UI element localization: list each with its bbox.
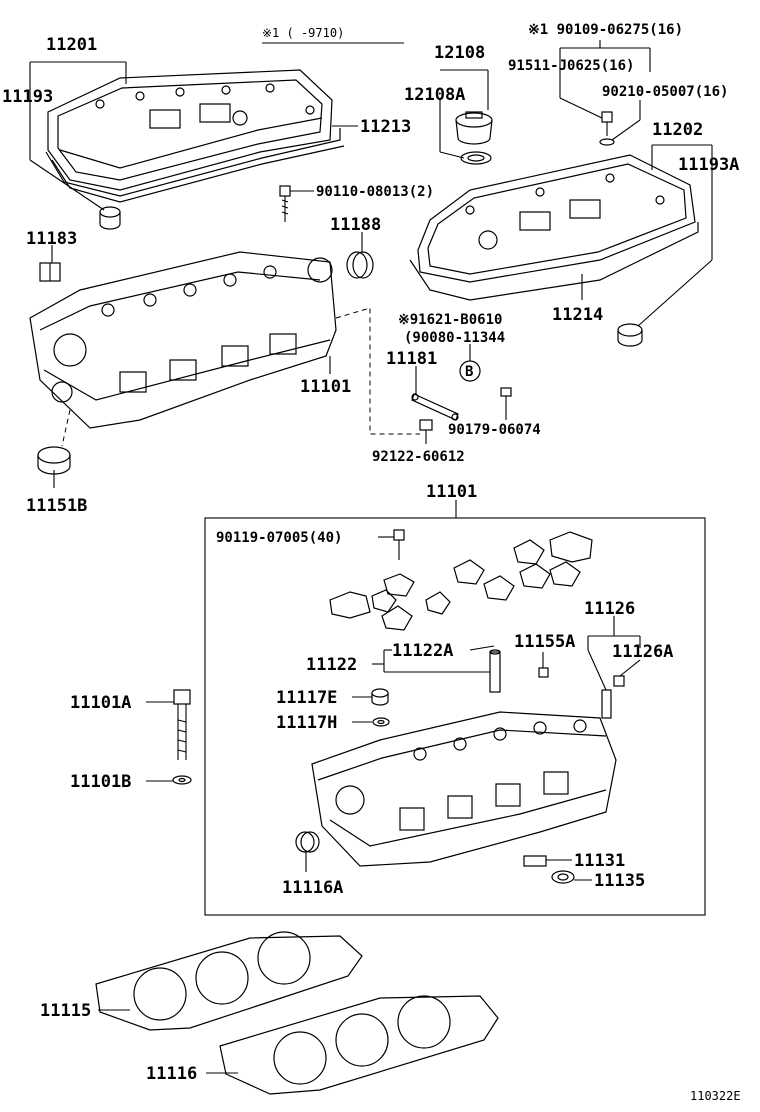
label-11193a: 11193A — [678, 155, 739, 175]
guide-11126a[interactable] — [613, 675, 625, 687]
seal-11131[interactable] — [523, 855, 547, 867]
cylinder-head-sub[interactable] — [311, 711, 617, 867]
washer-11101b[interactable] — [172, 775, 192, 785]
head-bolt-11101a[interactable] — [173, 689, 191, 760]
cover-bolt-right[interactable] — [599, 111, 615, 146]
label-11117h: 11117H — [276, 713, 337, 733]
label-90210: 90210-05007(16) — [602, 84, 728, 100]
leader-lines — [29, 40, 713, 1074]
label-91511: 91511-J0625(16) — [508, 58, 634, 74]
cylinder-head-cover-left[interactable] — [47, 69, 333, 191]
seal-11151b[interactable] — [37, 446, 71, 475]
label-11101-frame: 11101 — [426, 482, 477, 502]
guide-11126[interactable] — [601, 689, 612, 719]
label-11202: 11202 — [652, 120, 703, 140]
ref-b-label: B — [465, 364, 473, 380]
subassembly-frame — [204, 517, 706, 916]
pin-92122[interactable] — [419, 419, 433, 431]
label-11122a: 11122A — [392, 641, 453, 661]
head-gasket-11116[interactable] — [219, 995, 499, 1095]
cylinder-head-cover-right[interactable] — [409, 154, 699, 301]
label-12108: 12108 — [434, 43, 485, 63]
seal-11188[interactable] — [346, 251, 374, 279]
cap-bolt-90119[interactable] — [393, 529, 405, 560]
cylinder-head-top[interactable] — [29, 251, 337, 429]
label-11201: 11201 — [46, 35, 97, 55]
bolt-90110[interactable] — [279, 185, 291, 222]
label-11101b: 11101B — [70, 772, 131, 792]
grommet-left[interactable] — [99, 206, 121, 230]
grommet-right[interactable] — [617, 323, 643, 347]
label-11101-top: 11101 — [300, 377, 351, 397]
label-11193: 11193 — [2, 87, 53, 107]
seal-11135[interactable] — [551, 870, 575, 884]
label-92122: 92122-60612 — [372, 449, 465, 465]
label-11181: 11181 — [386, 349, 437, 369]
label-90179: 90179-06074 — [448, 422, 541, 438]
bearing-caps[interactable] — [329, 531, 593, 631]
leader-11122a — [469, 645, 495, 651]
lever-11181[interactable] — [411, 393, 459, 421]
label-11155a: 11155A — [514, 632, 575, 652]
label-11116: 11116 — [146, 1064, 197, 1084]
oil-filler-cap[interactable] — [455, 111, 493, 145]
dash-11151b — [61, 409, 71, 447]
label-11126: 11126 — [584, 599, 635, 619]
label-11101a: 11101A — [70, 693, 131, 713]
oil-filler-gasket[interactable] — [460, 151, 492, 165]
label-11117e: 11117E — [276, 688, 337, 708]
label-11135: 11135 — [594, 871, 645, 891]
reference-code: 110322E — [690, 1089, 741, 1103]
label-11131: 11131 — [574, 851, 625, 871]
valve-guide-11122[interactable] — [489, 649, 501, 693]
seal-11116a[interactable] — [295, 831, 320, 853]
label-11213: 11213 — [360, 117, 411, 137]
label-12108a: 12108A — [404, 85, 465, 105]
cover-gasket-left[interactable] — [45, 128, 345, 203]
seal-11117e[interactable] — [371, 688, 389, 706]
label-91621: ※91621-B0610 — [398, 312, 502, 328]
label-90119: 90119-07005(40) — [216, 530, 342, 546]
bolt-90179[interactable] — [500, 387, 512, 416]
note-top: ※1 ( -9710) — [262, 26, 344, 40]
head-gasket-11115[interactable] — [95, 931, 363, 1031]
label-90080: (90080-11344 — [404, 330, 505, 346]
label-11151b: 11151B — [26, 496, 87, 516]
plug-11155a[interactable] — [538, 667, 549, 678]
label-11126a: 11126A — [612, 642, 673, 662]
label-11214: 11214 — [552, 305, 603, 325]
label-11183: 11183 — [26, 229, 77, 249]
label-11122: 11122 — [306, 655, 357, 675]
plug-11183[interactable] — [39, 262, 61, 282]
label-11115: 11115 — [40, 1001, 91, 1021]
label-11116a: 11116A — [282, 878, 343, 898]
label-90109: ※1 90109-06275(16) — [528, 22, 683, 38]
washer-11117h[interactable] — [372, 717, 390, 727]
label-11188: 11188 — [330, 215, 381, 235]
label-90110: 90110-08013(2) — [316, 184, 434, 200]
